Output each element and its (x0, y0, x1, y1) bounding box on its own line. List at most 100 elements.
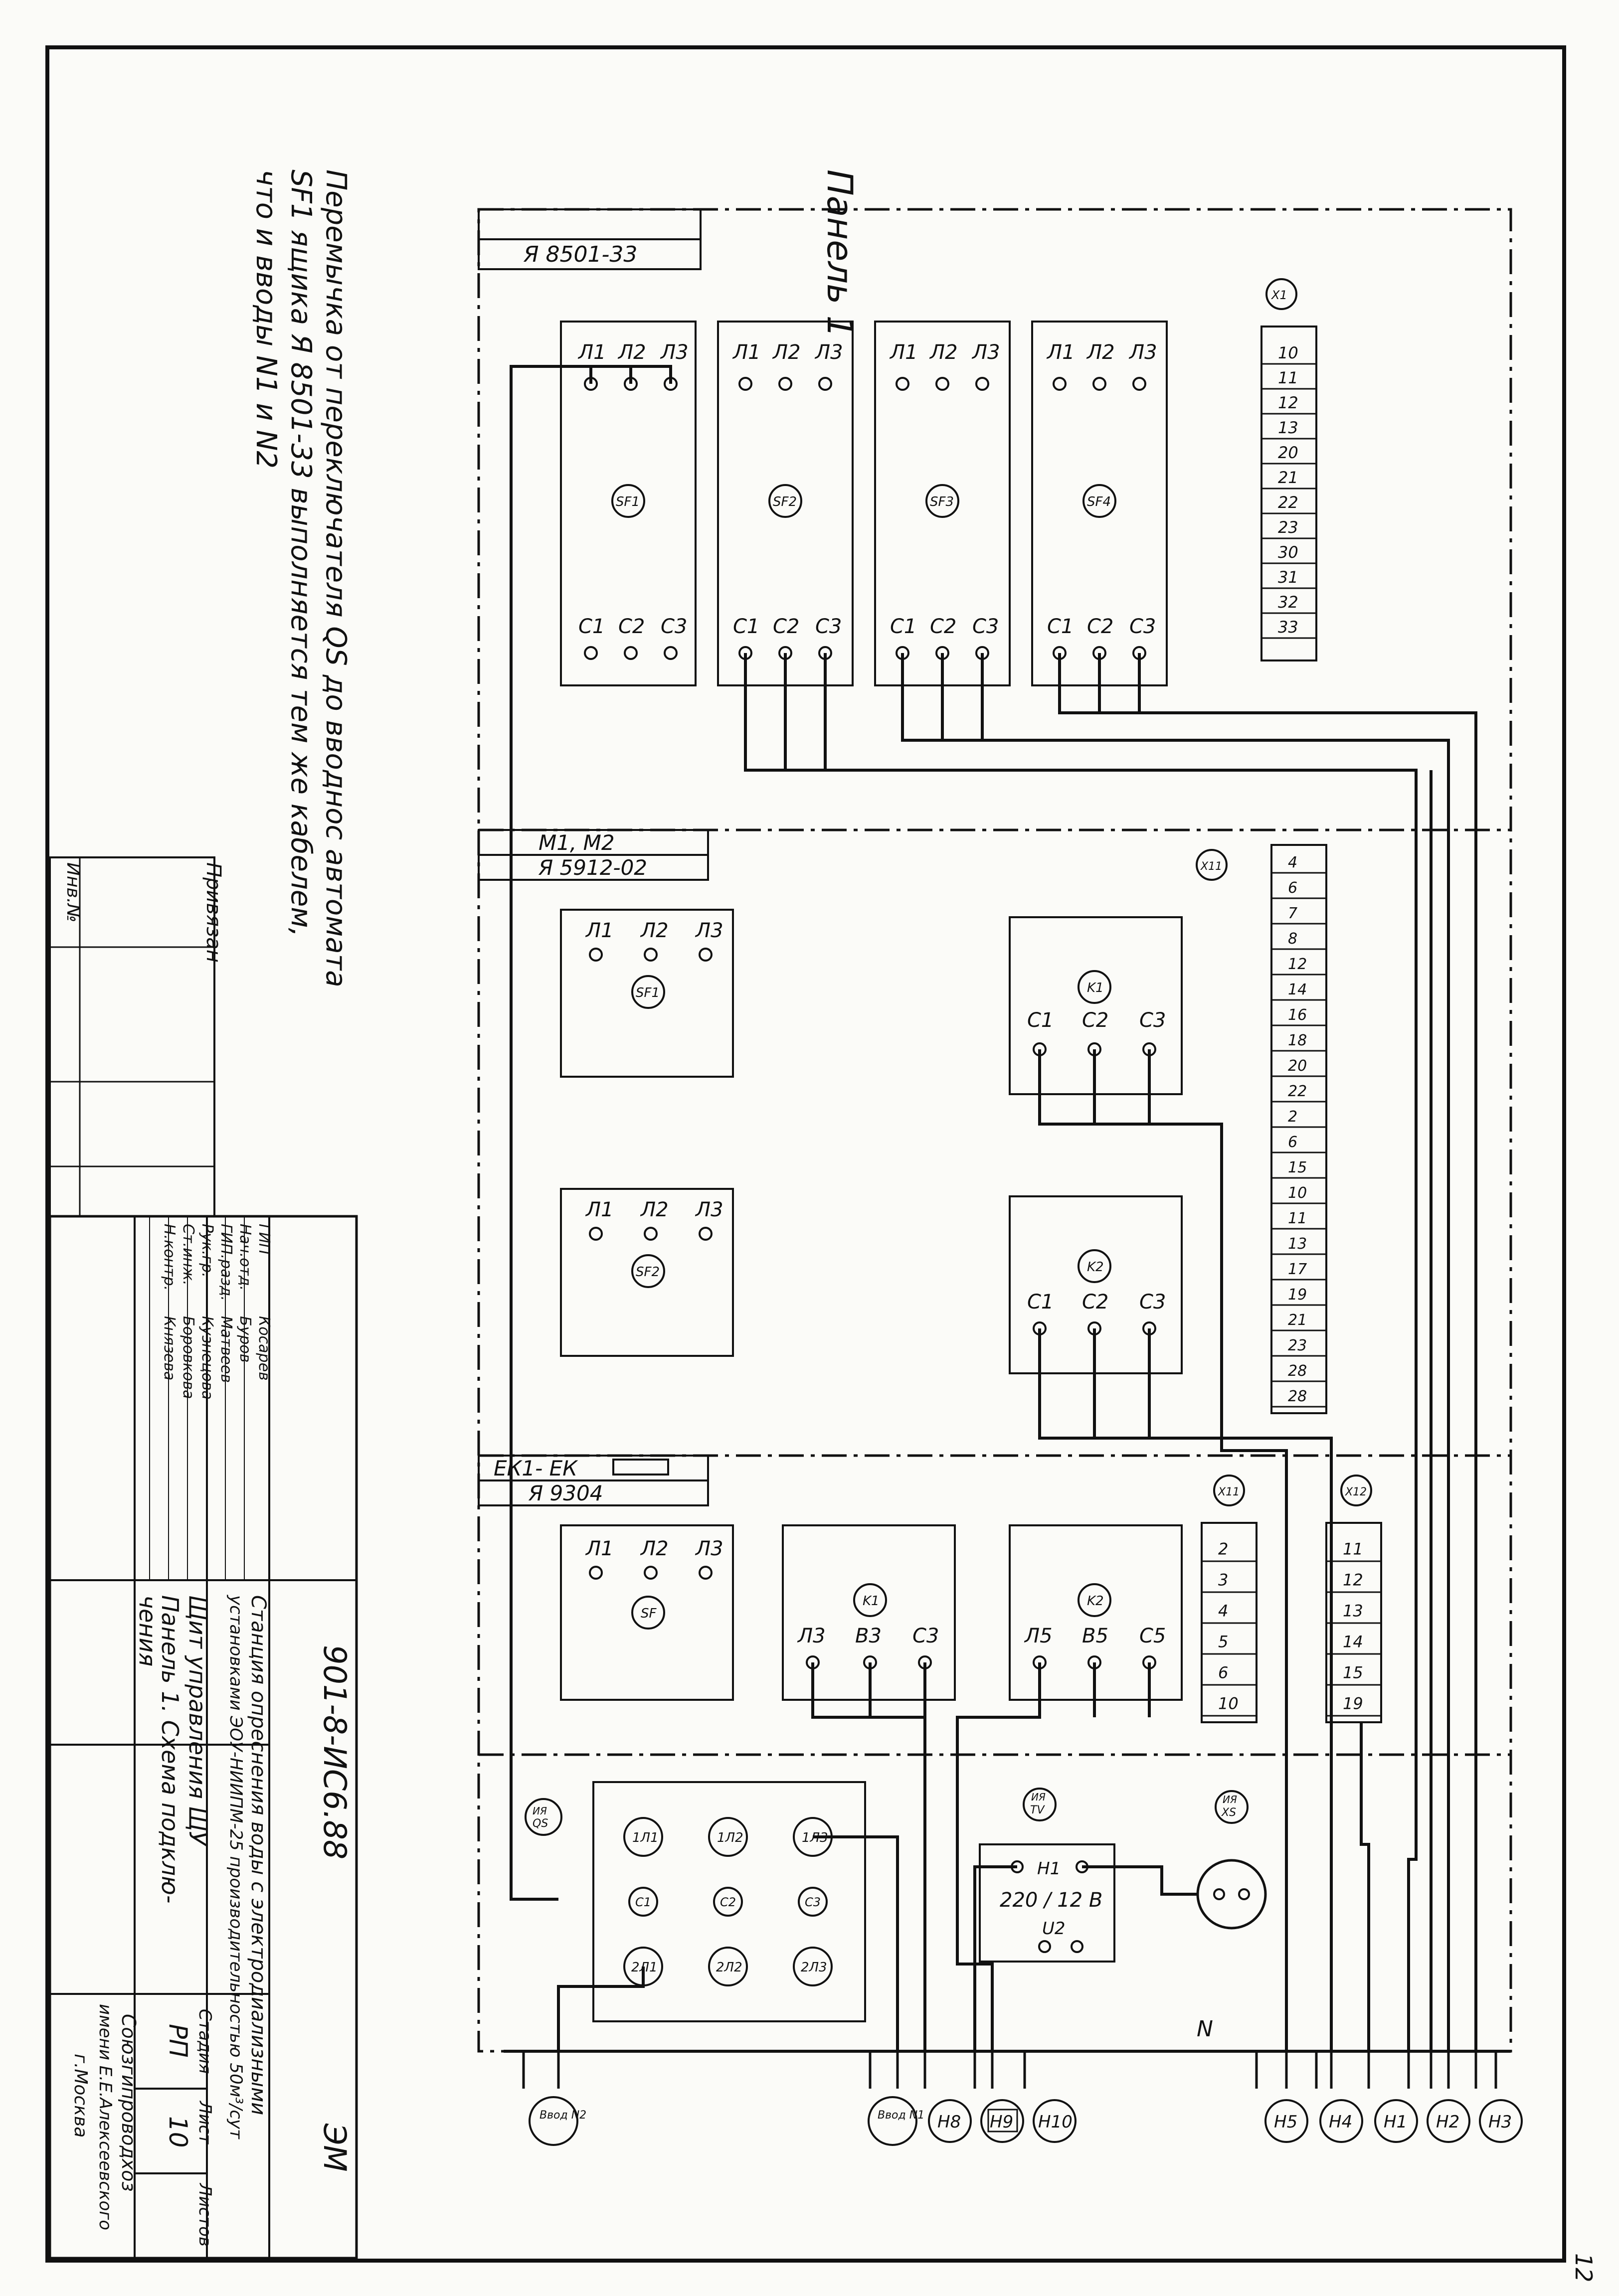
svg-text:С1: С1 (1047, 615, 1074, 638)
tb-stage: РП (164, 2024, 192, 2058)
x1-terminal-label: 11 (1278, 368, 1298, 387)
signature-role: Ст.инж. (180, 1224, 197, 1286)
signature-role: ГИП (255, 1224, 273, 1255)
tb-drawing-title-2: Панель 1. Схема подклю- (157, 1595, 183, 1903)
svg-text:С2: С2 (618, 615, 645, 638)
svg-text:С1: С1 (635, 1895, 651, 1909)
svg-text:В3: В3 (855, 1625, 882, 1647)
x11-terminal-label: 21 (1288, 1312, 1307, 1329)
x12-terminal-label: 11 (1343, 1539, 1363, 1558)
x12-terminal-label: 14 (1343, 1632, 1363, 1651)
x11-terminal-label: 17 (1288, 1261, 1307, 1278)
signature-name: Кузнецова (198, 1316, 216, 1400)
x11-terminal-label: 2 (1288, 1108, 1297, 1126)
svg-text:ИЯ: ИЯ (1031, 1791, 1046, 1803)
xs-socket: ИЯ XS (1196, 1790, 1267, 1930)
svg-text:X12: X12 (1345, 1486, 1367, 1498)
svg-text:Л1: Л1 (577, 341, 606, 364)
svg-text:Л3: Л3 (797, 1625, 826, 1647)
x11-terminal-label: 14 (1288, 981, 1307, 998)
x12-terminal-label: 13 (1343, 1601, 1363, 1620)
x11-terminal-label: 7 (1288, 905, 1297, 922)
x11-terminal-label: 28 (1288, 1362, 1307, 1380)
x1-terminal-label: 10 (1278, 343, 1298, 362)
svg-text:Л2: Л2 (772, 341, 801, 364)
svg-text:Л2: Л2 (640, 1198, 669, 1221)
breaker-sf2-id: SF2 (773, 494, 797, 509)
svg-text:Л1: Л1 (585, 919, 614, 942)
middle-sf2: Л1 Л2 Л3 SF2 (560, 1188, 734, 1357)
middle-header-2: Я 5912-02 (538, 855, 647, 880)
svg-text:1Л2: 1Л2 (717, 1830, 743, 1845)
x1-terminal-label: 21 (1278, 468, 1298, 487)
tb-project-line2: установками ЭОУ-НИИПМ-25 производительно… (226, 1595, 246, 2139)
x11-lower-terminal-label: 5 (1218, 1632, 1228, 1651)
signature-role: ГИП.разд. (217, 1224, 235, 1301)
x11-lower-terminal-label: 2 (1218, 1539, 1228, 1558)
x11-terminal-label: 15 (1288, 1159, 1307, 1176)
svg-text:С3: С3 (805, 1895, 821, 1909)
svg-text:Н1: Н1 (1037, 1859, 1061, 1879)
x1-terminal-label: 33 (1278, 618, 1298, 637)
signature-role: Рук.гр. (198, 1224, 216, 1278)
x11-terminal-label: 12 (1288, 956, 1307, 973)
note-line-2: SF1 ящика Я 8501-33 выполняется тем же к… (285, 169, 317, 937)
svg-text:ИЯ: ИЯ (1223, 1794, 1237, 1805)
svg-text:Л3: Л3 (660, 341, 689, 364)
svg-text:Л5: Л5 (1024, 1625, 1053, 1647)
x11-terminal-label: 20 (1288, 1057, 1307, 1075)
cable-markers: Ввод N2 Ввод N1 Н8 Н9 Н10 Н5 Н4 Н1 Н2 Н3 (529, 2096, 1523, 2146)
tb-sheets-header: Листов (195, 2182, 215, 2247)
svg-text:Л2: Л2 (929, 341, 958, 364)
svg-text:С2: С2 (930, 615, 956, 638)
signature-name: Буров (236, 1316, 254, 1362)
breaker-sf3: Л1 Л2 Л3 SF3 С1 С2 С3 (874, 321, 1011, 686)
svg-text:С2: С2 (1087, 615, 1113, 638)
cable-h3: Н3 (1488, 2112, 1512, 2132)
svg-text:1Л1: 1Л1 (632, 1830, 659, 1845)
svg-text:ИЯ: ИЯ (533, 1805, 547, 1817)
x11-lower-terminal-label: 4 (1218, 1601, 1228, 1620)
svg-text:SF: SF (641, 1606, 657, 1621)
svg-text:QS: QS (533, 1817, 548, 1830)
x1-terminal-label: 32 (1278, 593, 1298, 612)
svg-text:С3: С3 (972, 615, 999, 638)
cable-h4: Н4 (1329, 2112, 1352, 2132)
note-line-1: Перемычка от переключателя QS до вводнос… (320, 169, 352, 987)
cable-h10: Н10 (1038, 2112, 1073, 2132)
x12-terminal-label: 15 (1343, 1663, 1363, 1682)
note-line-3: что и вводы N1 и N2 (250, 169, 282, 469)
signature-name: Боровкова (180, 1316, 197, 1399)
svg-text:XS: XS (1221, 1806, 1236, 1819)
tb-org-1: Союзгипроводхоз (118, 2014, 140, 2192)
x11-terminal-label: 19 (1288, 1286, 1307, 1304)
svg-text:С3: С3 (1139, 1291, 1166, 1313)
signature-name: Матвеев (217, 1316, 235, 1383)
svg-text:Л3: Л3 (814, 341, 843, 364)
terminal-block-x11-middle: X11 467812141618202226151011131719212328… (1196, 844, 1327, 1414)
lower-header-2: Я 9304 (528, 1481, 603, 1505)
breaker-sf4-id: SF4 (1087, 494, 1111, 509)
x11-lower-terminal-label: 10 (1218, 1694, 1239, 1713)
svg-text:С1: С1 (1027, 1009, 1054, 1032)
title-block: 901-8-ИС6.88 ЭМ Станция опреснения воды … (48, 856, 358, 2260)
tb-stage-header: Стадия (195, 2009, 215, 2074)
cable-vvod-n2: Ввод N2 (540, 2109, 586, 2122)
svg-text:SF2: SF2 (636, 1265, 660, 1280)
tb-drawing-title-3: чения (134, 1595, 161, 1666)
x1-terminal-label: 12 (1278, 393, 1298, 412)
cable-h9: Н9 (990, 2112, 1013, 2132)
x12-terminal-label: 19 (1343, 1694, 1363, 1713)
bus-drops (522, 2051, 1497, 2089)
x1-terminal-label: 13 (1278, 418, 1298, 437)
breaker-sf1-id: SF1 (616, 494, 640, 509)
svg-text:В5: В5 (1082, 1625, 1108, 1647)
svg-text:Л2: Л2 (1086, 341, 1115, 364)
tb-sheet-header: Лист (195, 2100, 215, 2144)
x11-terminal-label: 6 (1288, 879, 1297, 897)
svg-text:Л1: Л1 (732, 341, 761, 364)
svg-text:Л3: Л3 (695, 919, 723, 942)
